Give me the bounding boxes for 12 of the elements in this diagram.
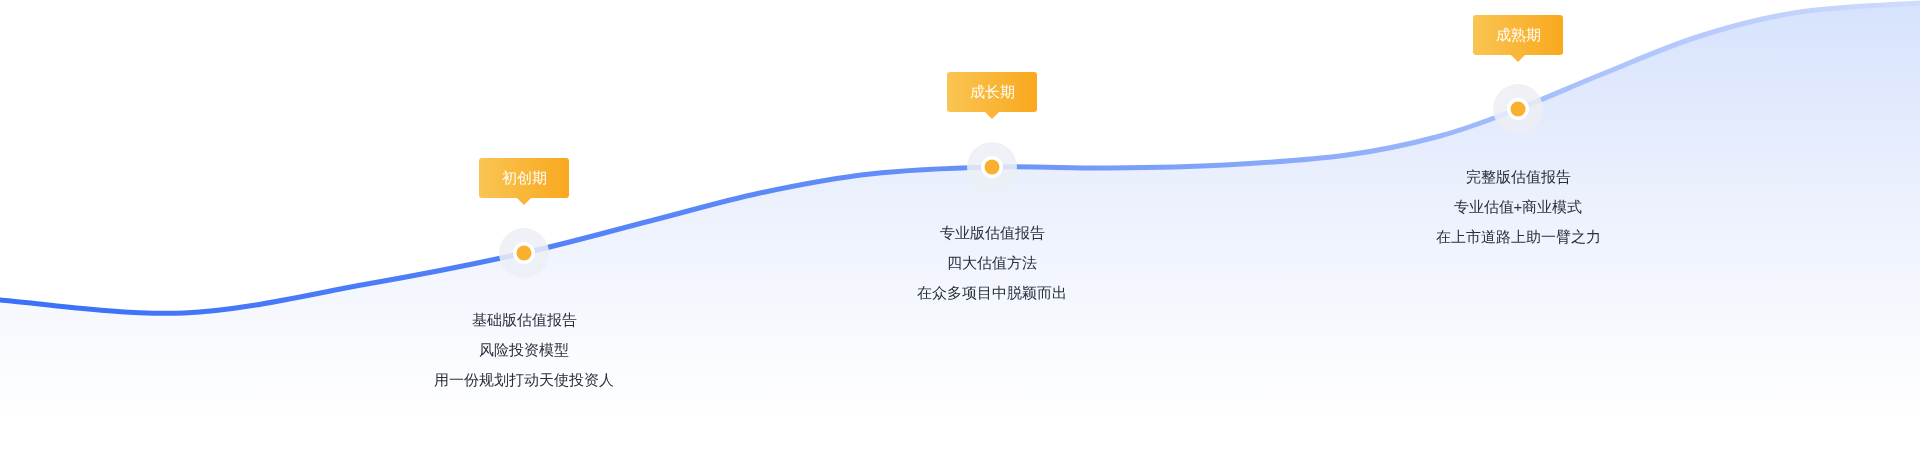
description-text: 风险投资模型 [479,340,569,360]
description-text: 在上市道路上助一臂之力 [1435,227,1601,247]
description-text: 完整版估值报告 [1465,167,1571,187]
description-text: 四大估值方法 [947,253,1037,273]
description-text: 专业版估值报告 [939,223,1045,243]
description-text: 用一份规划打动天使投资人 [434,370,614,390]
stage-tag: 成长期 [947,72,1037,120]
description-text: 专业估值+商业模式 [1453,197,1583,217]
stage-tag: 成熟期 [1473,15,1563,63]
description-text: 在众多项目中脱颖而出 [917,283,1067,303]
description-text: 基础版估值报告 [471,310,577,330]
stage-tag: 初创期 [479,158,569,206]
